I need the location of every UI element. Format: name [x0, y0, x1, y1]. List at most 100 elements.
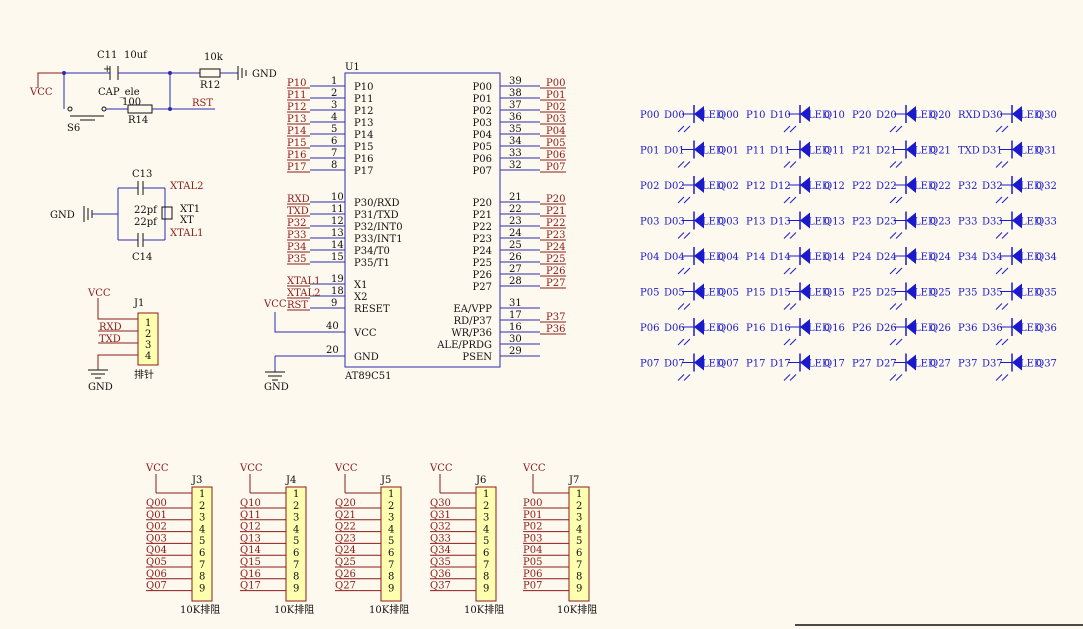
- led-triangle: [800, 319, 810, 335]
- net-label: P06: [546, 150, 565, 161]
- led-ray: [1001, 338, 1009, 346]
- net-label: P27: [546, 278, 565, 289]
- u1-vcc-pin-name: VCC: [353, 328, 377, 339]
- led-ray: [789, 267, 797, 275]
- pin-name: EA/VPP: [453, 304, 492, 315]
- led-ray: [789, 125, 797, 133]
- led-ref: D10: [770, 110, 791, 121]
- array-ref: J4: [285, 475, 296, 486]
- led-type: LED: [1020, 146, 1042, 157]
- array-pin-number: 9: [483, 583, 489, 594]
- array-pin-number: 5: [388, 536, 394, 547]
- led-net-label: P06: [640, 323, 659, 334]
- array-pin-number: 8: [388, 572, 394, 583]
- led-net-label: P16: [746, 323, 765, 334]
- led-out-label: Q03: [718, 217, 739, 228]
- led-out-label: Q37: [1036, 359, 1057, 370]
- array-vcc-label: VCC: [239, 463, 263, 474]
- led-ray: [789, 161, 797, 168]
- array-pin-number: 8: [199, 572, 205, 583]
- net-label: P33: [287, 230, 306, 241]
- led-type: LED: [808, 288, 830, 299]
- led-ref: D05: [664, 288, 685, 299]
- pin-number: 29: [509, 346, 522, 357]
- net-label: P14: [287, 126, 306, 137]
- pin-name: P35/T1: [354, 258, 390, 269]
- led-ray: [677, 232, 685, 239]
- led-ref: D07: [664, 359, 685, 370]
- led-triangle: [1012, 283, 1022, 300]
- pin-number: 4: [331, 112, 337, 123]
- led-ray: [683, 374, 691, 381]
- led-ray: [1001, 374, 1009, 381]
- led-triangle: [694, 283, 704, 300]
- led-out-label: Q26: [930, 323, 951, 334]
- j1-vcc-label: VCC: [87, 288, 111, 299]
- cap-plus-sign: +: [103, 64, 111, 75]
- pin-number: 27: [509, 264, 522, 275]
- resistor-arrays: VCCJ3123456789Q00Q01Q02Q03Q04Q05Q06Q0710…: [145, 463, 597, 616]
- led-ray: [995, 161, 1003, 168]
- pin-number: 21: [509, 192, 522, 203]
- led-triangle: [1012, 319, 1022, 335]
- led-out-label: Q20: [930, 110, 951, 121]
- led-ref: D04: [664, 252, 685, 263]
- reset-circuit: VCC + GND C11 10uf CAP_ele 10k R12 S6 10…: [29, 50, 277, 134]
- led-triangle: [800, 106, 810, 122]
- array-pin-number: 1: [388, 489, 394, 500]
- pin-name: P21: [473, 210, 492, 221]
- xtal2-net-label: XTAL2: [170, 181, 203, 192]
- led-type: LED: [1020, 288, 1042, 299]
- net-label: P04: [546, 126, 565, 137]
- c13-value: 22pf: [134, 205, 158, 216]
- led-triangle: [906, 177, 916, 193]
- led-ray: [677, 161, 685, 168]
- led-ray: [683, 125, 691, 133]
- led-type: LED: [1020, 252, 1042, 263]
- led-out-label: Q13: [824, 217, 845, 228]
- mcu-u1: U1 AT89C51 VCC 40 VCC GND 20 GND 1P10P10…: [263, 62, 566, 393]
- array-ref: J7: [568, 475, 579, 486]
- array-pin-number: 4: [199, 524, 205, 535]
- led-triangle: [906, 354, 916, 371]
- pin-number: 10: [331, 192, 344, 203]
- gnd-label-reset: GND: [252, 69, 277, 80]
- array-pin-number: 1: [293, 489, 299, 500]
- array-pin-number: 5: [576, 536, 582, 547]
- pin-number: 34: [509, 136, 522, 147]
- led-net-label: P33: [958, 217, 977, 228]
- net-label: P20: [546, 194, 565, 205]
- j1-rxd-net: RXD: [99, 322, 122, 333]
- net-label: P26: [546, 266, 565, 277]
- array-net-label: Q36: [430, 569, 451, 580]
- led-ray: [895, 374, 903, 381]
- led-type: LED: [702, 288, 724, 299]
- led-out-label: Q34: [1036, 252, 1057, 263]
- c11-ref: C11: [97, 50, 117, 61]
- pin-name: X1: [354, 280, 367, 291]
- array-pin-number: 7: [576, 560, 582, 571]
- mcu-pins: 1P10P102P11P113P12P124P13P135P14P146P15P…: [287, 76, 566, 363]
- led-ray: [1001, 303, 1009, 310]
- led-ray: [889, 267, 897, 275]
- led-triangle: [1012, 141, 1022, 158]
- array-net-label: Q15: [240, 557, 261, 568]
- xt1-value: XT: [180, 215, 194, 226]
- pin-number: 25: [509, 240, 522, 251]
- led-type: LED: [914, 252, 936, 263]
- led-ref: D11: [770, 146, 791, 157]
- led-net-label: P15: [746, 288, 765, 299]
- array-pin-number: 5: [483, 536, 489, 547]
- r12-ref: R12: [200, 80, 220, 91]
- pin-number: 31: [509, 298, 522, 309]
- led-ref: D30: [982, 110, 1003, 121]
- led-ray: [1001, 232, 1009, 239]
- xtal1-net-label: XTAL1: [170, 228, 203, 239]
- led-ray: [783, 125, 791, 133]
